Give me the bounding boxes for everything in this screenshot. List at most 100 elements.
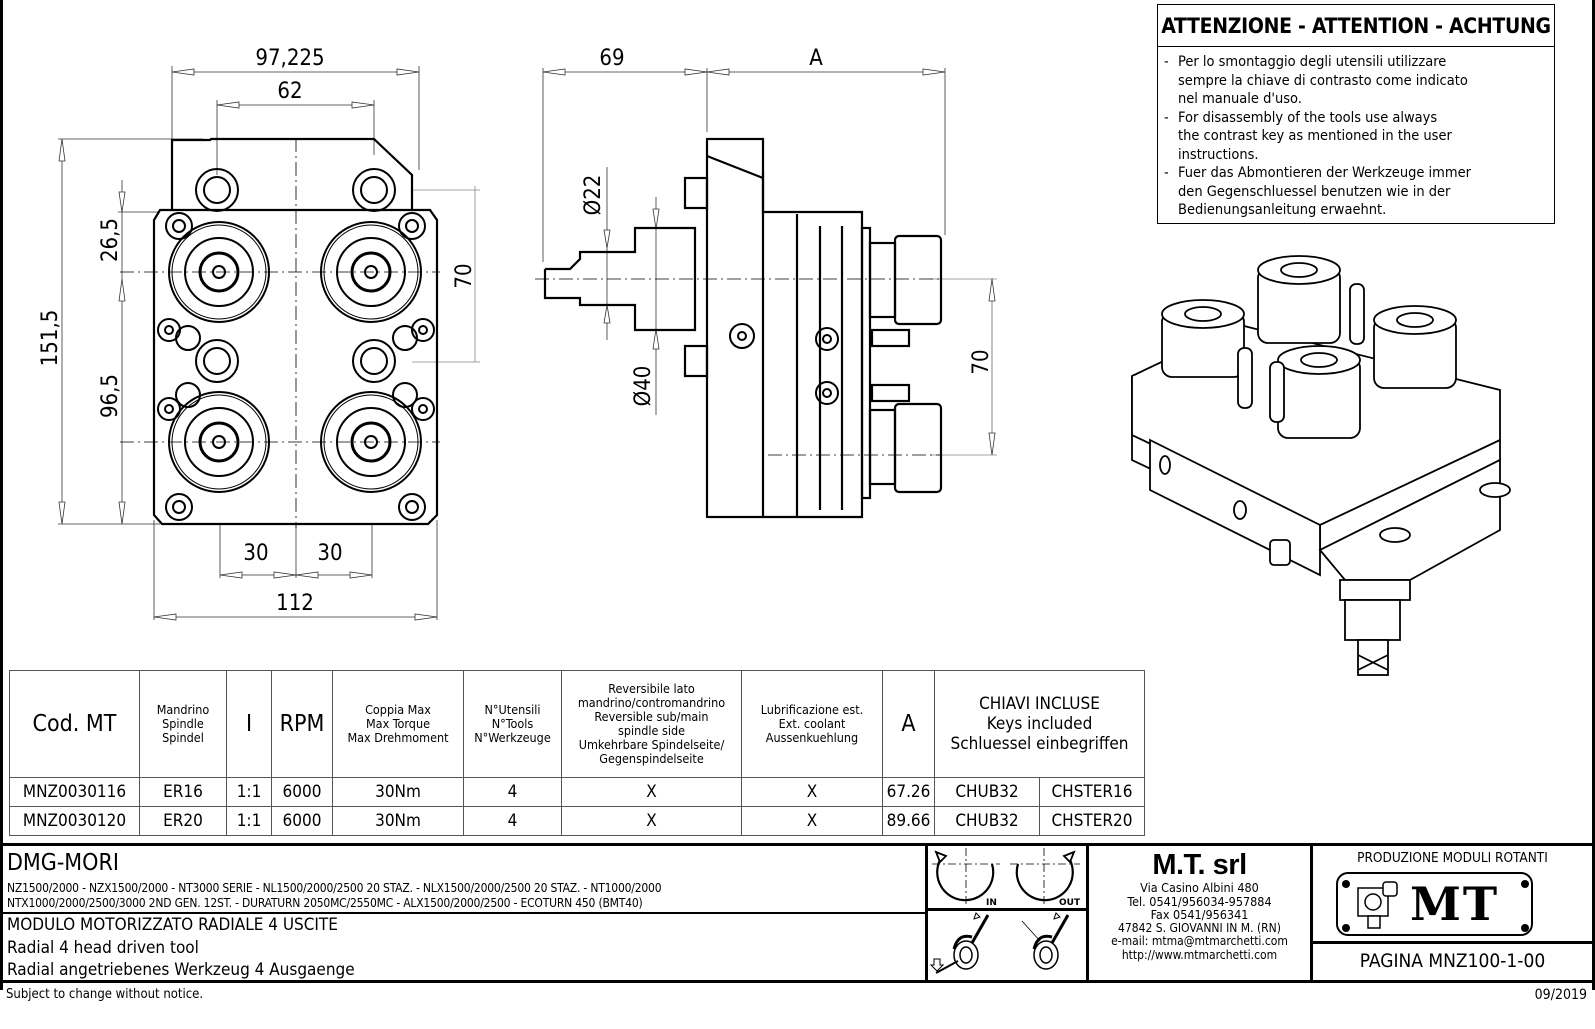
warning-item-english: - For disassembly of the tools use alway… xyxy=(1164,109,1452,163)
dim-97225: 97,225 xyxy=(255,46,324,71)
cell-key2: CHSTER16 xyxy=(1039,777,1145,807)
side-view-drawing: 69 A Ø22 Ø40 70 xyxy=(535,46,997,519)
cell-rpm: 6000 xyxy=(271,806,333,836)
warning-line: the contrast key as mentioned in the use… xyxy=(1178,128,1452,144)
cell-tools: 4 xyxy=(463,806,562,836)
divider xyxy=(928,908,1086,911)
warning-line: Bedienungsanleitung erwaehnt. xyxy=(1178,202,1387,218)
header-spindle: Mandrino Spindle Spindel xyxy=(139,670,227,778)
front-view-drawing: 97,225 62 26,5 151,5 96,5 70 30 30 112 xyxy=(38,46,480,621)
cell-tools: 4 xyxy=(463,777,562,807)
table-header-row: Cod. MT Mandrino Spindle Spindel I RPM C… xyxy=(9,670,1145,778)
cell-spindle: ER16 xyxy=(139,777,227,807)
dim-70-side: 70 xyxy=(969,349,994,374)
header-coolant: Lubrificazione est. Ext. coolant Aussenk… xyxy=(741,670,883,778)
header-reversible: Reversibile lato mandrino/contromandrino… xyxy=(561,670,742,778)
table-row: MNZ0030116 ER16 1:1 6000 30Nm 4 X X 67.2… xyxy=(9,777,1145,807)
wrench-usage-icon xyxy=(929,912,1070,974)
rotation-arrows-icon: IN OUT xyxy=(932,848,1081,908)
cell-key1: CHUB32 xyxy=(934,806,1040,836)
cell-code: MNZ0030120 xyxy=(9,806,140,836)
cell-coolant: X xyxy=(741,806,883,836)
header-torque: Coppia Max Max Torque Max Drehmoment xyxy=(332,670,464,778)
cell-torque: 30Nm xyxy=(332,777,464,807)
company-address: Via Casino Albini 480 xyxy=(1140,880,1259,895)
machine-brand: DMG-MORI xyxy=(7,850,119,876)
dim-70-front: 70 xyxy=(452,263,477,288)
machine-models-line1: NZ1500/2000 - NZX1500/2000 - NT3000 SERI… xyxy=(7,881,662,895)
cell-key1: CHUB32 xyxy=(934,777,1040,807)
cell-reversible: X xyxy=(561,806,742,836)
header-code: Cod. MT xyxy=(9,670,140,778)
cell-reversible: X xyxy=(561,777,742,807)
warning-box: ATTENZIONE - ATTENTION - ACHTUNG - Per l… xyxy=(1157,4,1555,224)
dim-dia-40: Ø40 xyxy=(631,366,656,407)
rotation-out-label: OUT xyxy=(1059,898,1081,908)
dim-69: 69 xyxy=(599,46,624,71)
rotation-direction-panel: IN OUT xyxy=(928,846,1086,908)
warning-line: For disassembly of the tools use always xyxy=(1178,109,1438,126)
rotary-module-icon xyxy=(1342,880,1529,932)
header-rpm: RPM xyxy=(271,670,333,778)
revision-date: 09/2019 xyxy=(1534,987,1587,1003)
production-label: PRODUZIONE MODULI ROTANTI xyxy=(1357,850,1548,866)
header-keys: CHIAVI INCLUSE Keys included Schluessel … xyxy=(934,670,1145,778)
page-number: PAGINA MNZ100-1-00 xyxy=(1359,950,1546,972)
header-a: A xyxy=(882,670,935,778)
header-ratio: I xyxy=(226,670,272,778)
mt-logo: MT xyxy=(1336,872,1533,936)
cell-code: MNZ0030116 xyxy=(9,777,140,807)
company-city: 47842 S. GIOVANNI IN M. (RN) xyxy=(1118,920,1281,935)
company-fax: Fax 0541/956341 xyxy=(1150,907,1249,922)
description-german: Radial angetriebenes Werkzeug 4 Ausgaeng… xyxy=(7,960,355,980)
dim-30-left: 30 xyxy=(243,541,268,566)
dim-A: A xyxy=(809,46,823,71)
spec-table: Cod. MT Mandrino Spindle Spindel I RPM C… xyxy=(9,670,1145,836)
cell-a: 89.66 xyxy=(882,806,935,836)
cell-spindle: ER20 xyxy=(139,806,227,836)
company-name: M.T. srl xyxy=(1152,849,1247,881)
dim-62: 62 xyxy=(277,79,302,104)
warning-line: Per lo smontaggio degli utensili utilizz… xyxy=(1178,54,1447,70)
warning-line: nel manuale d'uso. xyxy=(1178,91,1302,107)
change-notice: Subject to change without notice. xyxy=(6,987,204,1002)
wrench-usage-panel xyxy=(928,911,1086,980)
warning-line: Fuer das Abmontieren der Werkzeuge immer xyxy=(1178,165,1471,181)
warning-line: den Gegenschluessel benutzen wie in der xyxy=(1178,183,1451,200)
company-tel: Tel. 0541/956034-957884 xyxy=(1127,893,1272,909)
rotation-in-label: IN xyxy=(986,898,997,908)
dim-30-right: 30 xyxy=(317,541,342,566)
cell-rpm: 6000 xyxy=(271,777,333,807)
dim-dia-22: Ø22 xyxy=(581,175,606,216)
table-row: MNZ0030120 ER20 1:1 6000 30Nm 4 X X 89.6… xyxy=(9,806,1145,836)
warning-item-german: - Fuer das Abmontieren der Werkzeuge imm… xyxy=(1164,165,1471,218)
warning-title: ATTENZIONE - ATTENTION - ACHTUNG xyxy=(1158,5,1554,47)
divider xyxy=(925,846,928,980)
company-email-link[interactable]: e-mail: mtma@mtmarchetti.com xyxy=(1111,934,1288,948)
frame-border-left xyxy=(0,0,3,990)
title-block: DMG-MORI NZ1500/2000 - NZX1500/2000 - NT… xyxy=(3,843,1592,983)
cell-coolant: X xyxy=(741,777,883,807)
dim-26-5: 26,5 xyxy=(98,218,123,262)
cell-ratio: 1:1 xyxy=(226,806,272,836)
warning-line: instructions. xyxy=(1178,146,1259,163)
dim-151-5: 151,5 xyxy=(38,310,63,367)
isometric-view-drawing xyxy=(1131,255,1511,676)
warning-line: sempre la chiave di contrasto come indic… xyxy=(1178,72,1468,89)
header-tools: N°Utensili N°Tools N°Werkzeuge xyxy=(463,670,562,778)
divider xyxy=(3,912,925,914)
cell-torque: 30Nm xyxy=(332,806,464,836)
company-info: M.T. srl Via Casino Albini 480 Tel. 0541… xyxy=(1089,846,1310,980)
warning-item-italian: - Per lo smontaggio degli utensili utili… xyxy=(1164,54,1468,107)
divider xyxy=(1310,846,1313,980)
mt-logo-text: MT xyxy=(1410,877,1500,931)
company-website-link[interactable]: http://www.mtmarchetti.com xyxy=(1121,947,1278,962)
cell-a: 67.26 xyxy=(882,777,935,807)
description-english: Radial 4 head driven tool xyxy=(7,938,199,958)
divider xyxy=(1086,846,1089,980)
description-italian: MODULO MOTORIZZATO RADIALE 4 USCITE xyxy=(7,915,338,935)
dim-112: 112 xyxy=(276,591,314,616)
cell-ratio: 1:1 xyxy=(226,777,272,807)
divider xyxy=(1313,941,1592,944)
machine-models-line2: NTX1000/2000/2500/3000 2ND GEN. 12ST. - … xyxy=(7,896,643,910)
